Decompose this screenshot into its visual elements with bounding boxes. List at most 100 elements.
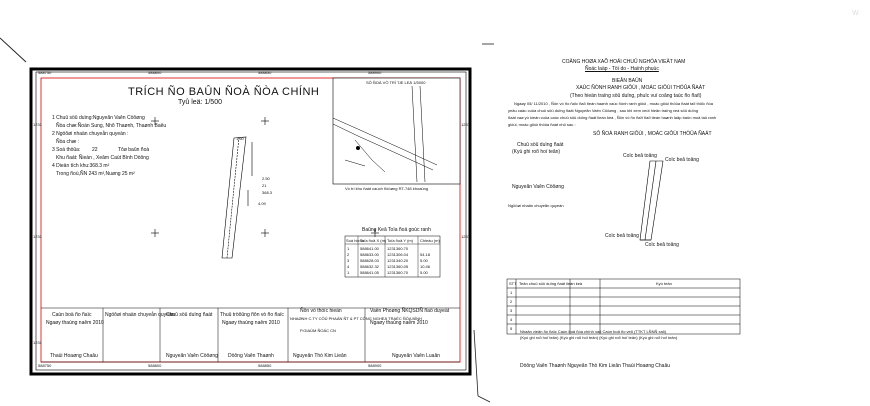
info-line: Khu ñaát: Ñieàn , Xeâm Caùt Bình Döông <box>56 155 149 161</box>
table-cell: 1231306.04 <box>387 252 409 257</box>
table-cell: 4 <box>347 264 350 269</box>
table-cell: 1231340.20 <box>387 258 409 263</box>
doc-note: (Theo hieän traïng söû duïng, phuïc vuï … <box>570 93 702 99</box>
footer-company: P.GIAÙM ÑOÁC CN <box>300 328 336 333</box>
table-cell: 5.00 <box>420 258 428 263</box>
sketch-label: Coïc beâ toâng <box>623 153 657 159</box>
doc-paragraph: giôùi, moác giôùi thöûa ñaát nhö sau : <box>508 122 576 127</box>
footer-company: NHAØNH C.TY CÔÛ PHAÀN ÑT & PT CÔNG NGHEÄ… <box>290 316 422 321</box>
table-cell: 1 <box>347 270 350 275</box>
footer-name: Döông Vaên Thaønh <box>228 353 274 359</box>
info-line: Tôø baûn ñoà <box>118 147 150 153</box>
footer-col: Chuû söû duïng ñaát <box>166 312 213 318</box>
signature-labels: Nhaân vieân ño ñaïc Caùn boä ñòa chính x… <box>520 329 667 334</box>
coord-bottom: 588750 <box>38 363 52 368</box>
table-header: Kyù teân <box>656 281 672 286</box>
table-cell: 5.00 <box>420 270 428 275</box>
doc-paragraph: yeâu caàu cuûa chuû söû duïng ñaát Nguye… <box>508 108 699 113</box>
footer-col: Ñôn vò thöïc hieän <box>300 308 342 314</box>
parcel-label: 21 <box>262 183 267 188</box>
footer-date: Ngaøy thaùng naêm 2010 <box>370 320 428 326</box>
footer-date: Ngaøy thaùng naêm 2010 <box>222 320 280 326</box>
doc-paragraph: ñaát vaø yù kieán cuûa caùc chuû söû duï… <box>508 115 717 120</box>
coord-left: 1231 <box>33 122 42 127</box>
owner-label: Chuû söû duïng ñaát <box>517 142 564 148</box>
info-line: Trong ñoù,ÑN 243 m²,Nuøng 25 m² <box>56 171 135 177</box>
footer-name: Thaùi Hoaøng Chaâu <box>50 353 98 359</box>
watermark: W <box>852 10 859 17</box>
table-header: Chieàu (m) <box>420 238 440 243</box>
table-cell: 1231360.70 <box>387 246 409 251</box>
table-row-number: 2 <box>510 299 513 304</box>
info-line: 22 <box>92 147 98 153</box>
table-cell: 2 <box>347 252 350 257</box>
coord-top: 588900 <box>368 70 382 75</box>
sketch-label: Coïc beâ toâng <box>605 233 639 239</box>
receiver-label: Ngöôøi nhaän chuyeån quyeàn <box>508 203 564 208</box>
table-header: Toïa ñoä X (m) <box>360 238 387 243</box>
table-cell: 1231360.05 <box>387 264 409 269</box>
info-line: Ñòa chæ:Ñoàn Sung, Nhõ Thaønh, Thaønh Ba… <box>56 123 167 129</box>
doc-title: BIEÂN BAÛN <box>612 78 643 84</box>
table-cell: 10.46 <box>420 264 431 269</box>
table-header: Toïa ñoä Y (m) <box>387 238 414 243</box>
table-cell: 588632.32 <box>360 264 379 269</box>
owner-note: (Kyù ghi roõ hoï teân) <box>512 149 561 155</box>
coord-bottom: 588850 <box>258 363 272 368</box>
doc-paragraph: Ngaøy 05/ 11/2010 , Ñôn vò ño ñaïc ñaõ t… <box>514 101 713 106</box>
table-cell: 3 <box>347 258 350 263</box>
coord-bottom: 588900 <box>368 363 382 368</box>
table-cell: 1231360.70 <box>387 270 409 275</box>
doc-subtitle: XAÙC ÑÒNH RANH GIÔÙI , MOÁC GIÔÙI THÖÛA … <box>576 85 706 91</box>
info-line: Ñòa chæ : <box>56 139 80 145</box>
info-line: 3 Soá thöûa: <box>52 147 81 153</box>
coord-bottom: 588800 <box>148 363 162 368</box>
footer-col: Vaên Phoøng ÑKQSDÑ ñaõ duyeät <box>370 308 450 314</box>
nation-header: COÄNG HOØA XAÕ HOÄI CHUÛ NGHÓA VIEÄT NAM <box>562 59 686 65</box>
footer-col: Thuû tröôûng ñôn vò ño ñaïc <box>220 312 284 318</box>
footer-name: Nguyeãn Vaên Luaân <box>392 353 441 359</box>
table-header: Soá hieäu <box>346 238 365 243</box>
sheet-title: TRÍCH ÑO BAÛN ÑOÀ ÑÒA CHÍNH <box>128 86 320 98</box>
inset-footer: Vò trí khu ñaát caùch ñöôøng RT-748 khoa… <box>345 186 429 191</box>
sketch-label: Coïc beâ toâng <box>645 242 679 248</box>
table-cell: 588633.00 <box>360 252 379 257</box>
sheet-scale: Tyû leä: 1/500 <box>178 99 222 106</box>
owner-name: Nguyeãn Vaên Cöôøng <box>512 184 564 190</box>
footer-date: Ngaøy thaùng naêm 2010 <box>46 320 104 326</box>
footer-col: Ngöôøi nhaän chuyeån quyeàn <box>105 312 175 318</box>
table-row-number: 4 <box>510 317 513 322</box>
footer-col: Caùn boä ño ñaïc <box>52 312 92 318</box>
coord-top: 588800 <box>148 70 162 75</box>
parcel-label: 1.60 <box>236 136 244 141</box>
table-row-number: 5 <box>510 326 513 331</box>
coord-table-title: Baûng Keâ Toïa ñoä goùc ranh <box>362 227 431 233</box>
table-header: Teân chuû söû duïng ñaát lieàn keà <box>519 281 583 286</box>
coord-top: 588850 <box>258 70 272 75</box>
table-cell: 54.18 <box>420 252 431 257</box>
nation-motto: Ñoäc laäp - Töï do - Haïnh phuùc <box>585 66 659 72</box>
coord-top: 588750 <box>38 70 52 75</box>
parcel-label: 368.3 <box>262 190 273 195</box>
coord-right: 1231 <box>461 234 470 239</box>
table-header: STT <box>509 281 517 286</box>
table-cell: 588641.00 <box>360 246 379 251</box>
table-row-number: 1 <box>510 290 513 295</box>
signature-names: Döông Vaên Thaønh Nguyeãn Thò Kim Lieân … <box>520 363 671 369</box>
info-line: 1 Chuû söû duïng:Nguyeãn Vaên Cöôøng <box>52 115 145 121</box>
coord-left: 1231 <box>33 340 42 345</box>
inset-title: SÔ ÑOÀ VÒ TRÍ TÆ LEÄ 1/5000 <box>366 80 426 85</box>
table-cell: 1 <box>347 246 350 251</box>
footer-name: Nguyeãn Thò Kim Lieân <box>293 353 347 359</box>
sketch-label: Coïc beâ toâng <box>665 157 699 163</box>
footer-name: Nguyeãn Vaên Cöôøng <box>166 353 218 359</box>
table-cell: 588641.05 <box>360 270 379 275</box>
coord-right: 1231 <box>461 122 470 127</box>
signature-notes: (Kyù ghi roõ hoï teân) (Kyù ghi roõ hoï … <box>520 335 678 340</box>
sketch-title: SÔ ÑOÀ RANH GIÔÙI , MOÁC GIÔÙI THÖÛA ÑAÁ… <box>593 131 712 137</box>
table-cell: 588628.03 <box>360 258 379 263</box>
parcel-label: 4.09 <box>258 201 266 206</box>
parcel-label: 2.50 <box>262 176 270 181</box>
coord-left: 1231 <box>33 234 42 239</box>
